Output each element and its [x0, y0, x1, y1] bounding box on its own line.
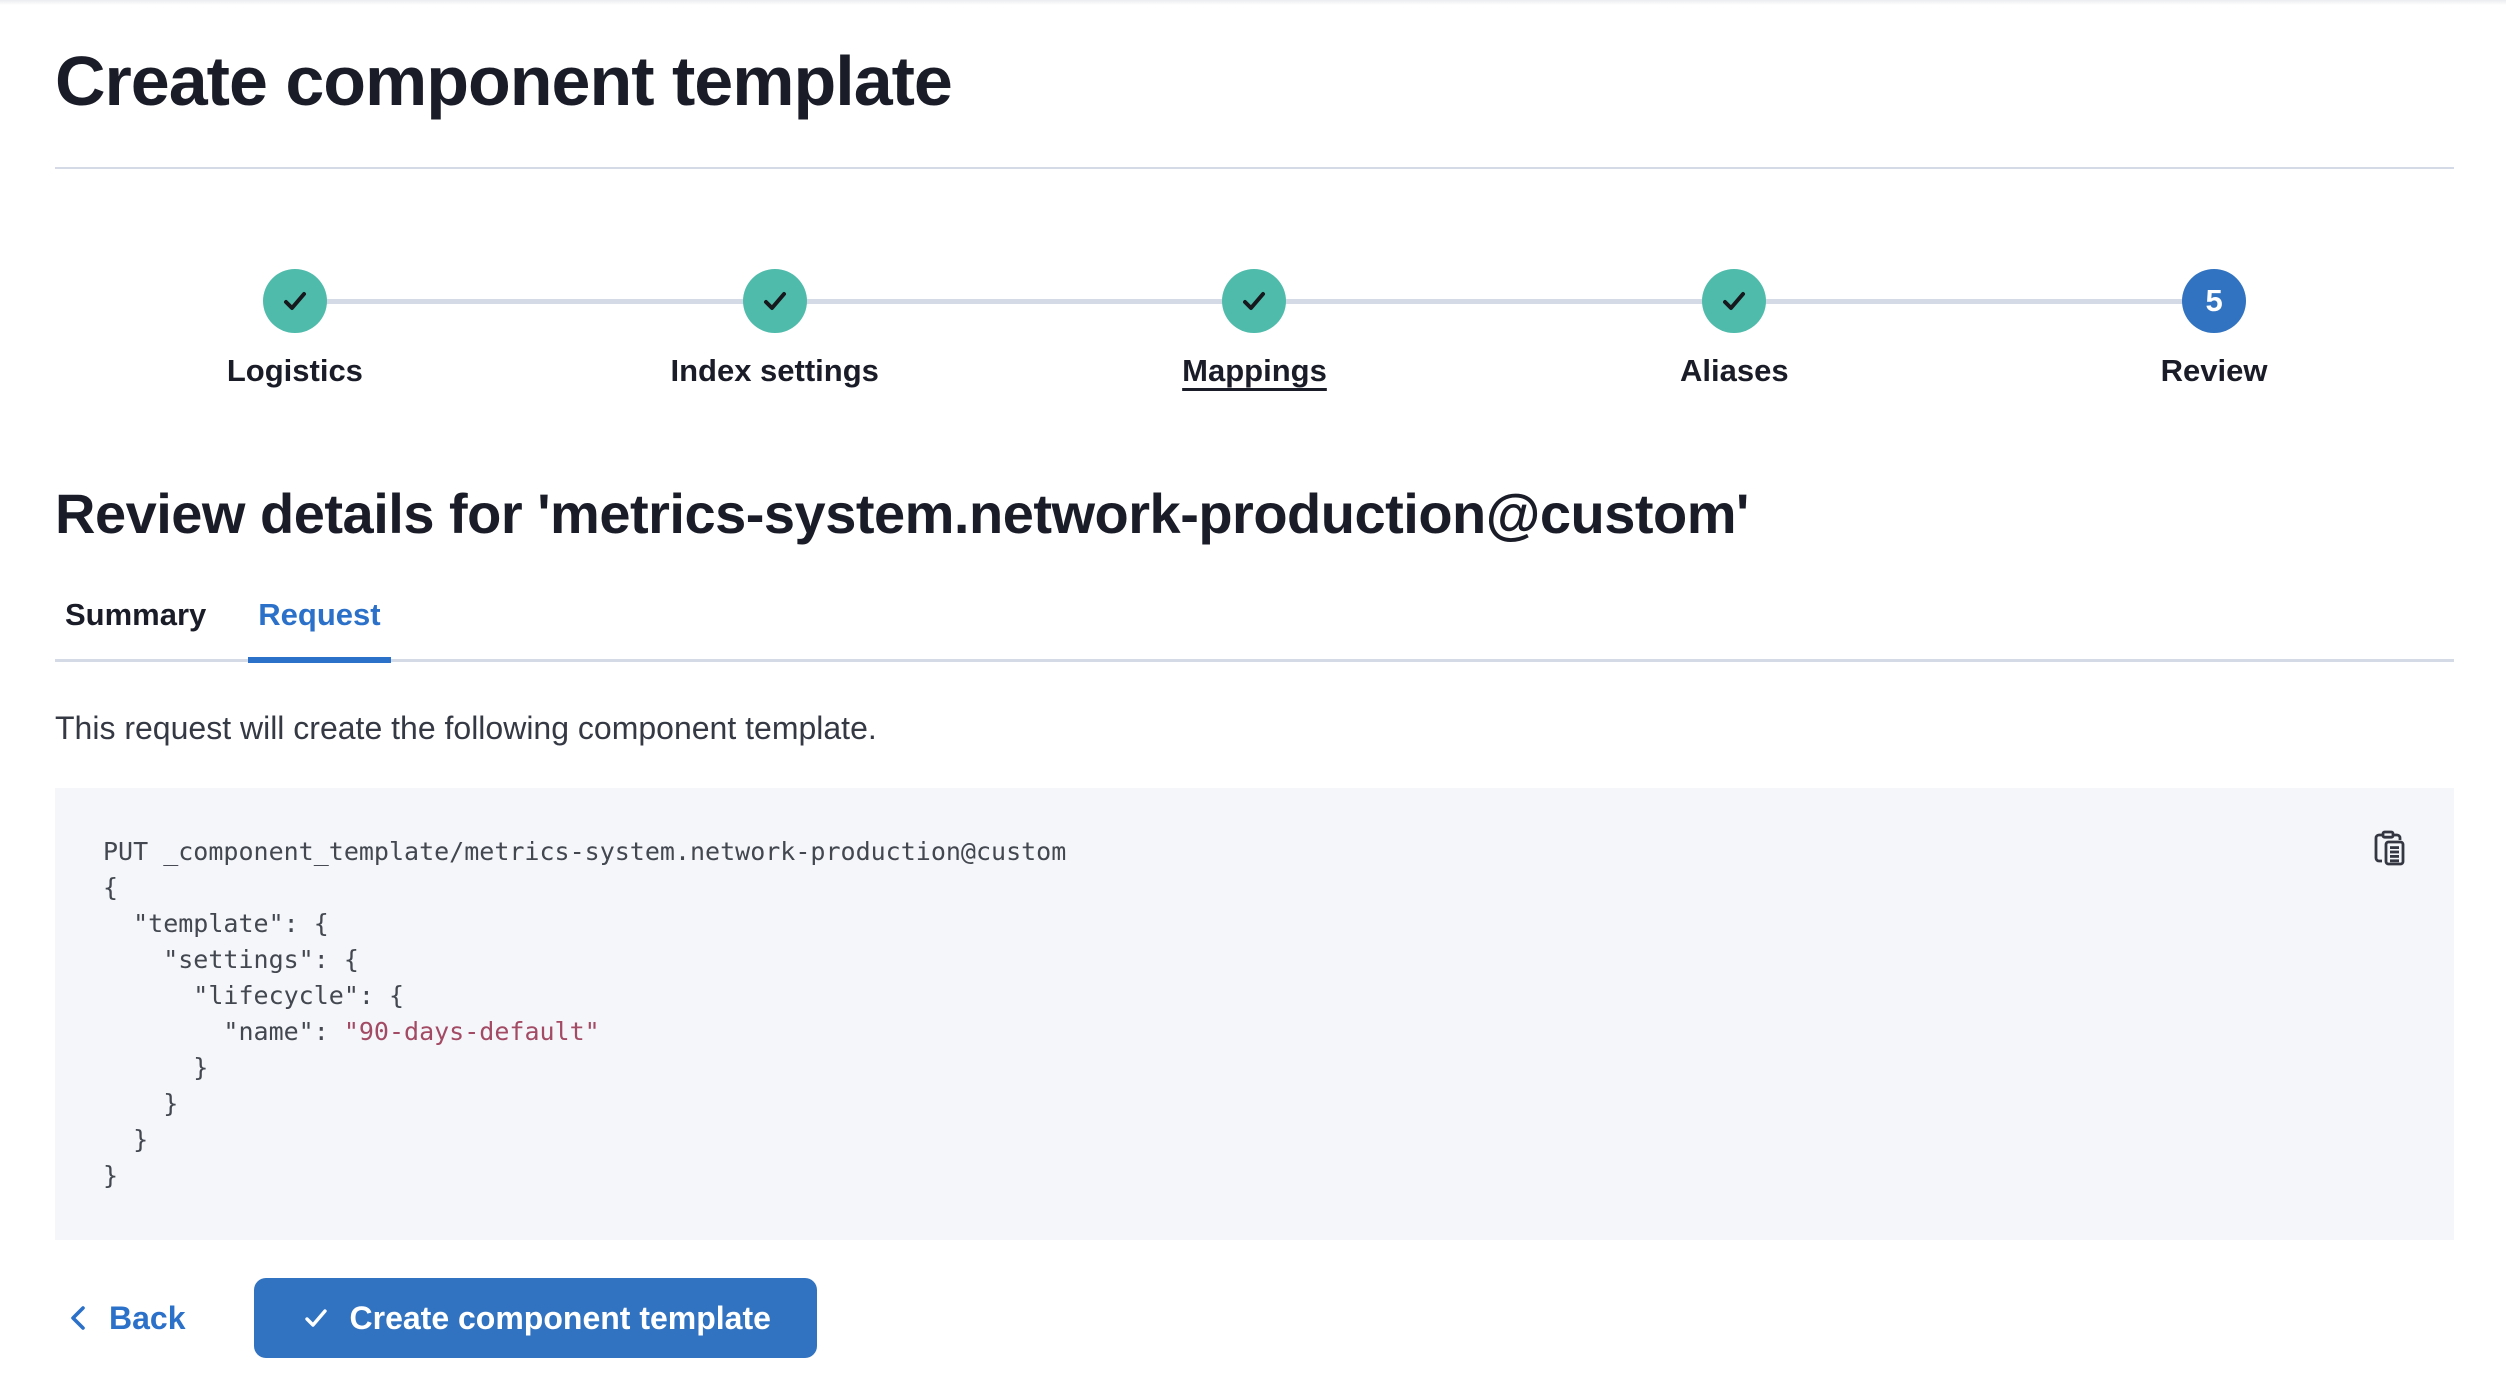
step-mappings[interactable]: Mappings: [1014, 269, 1495, 391]
check-icon: [1723, 292, 1746, 310]
copy-button[interactable]: [2368, 826, 2410, 872]
check-icon: [763, 292, 786, 310]
step-complete-circle: [262, 269, 327, 333]
step-current-circle: 5: [2182, 269, 2247, 333]
check-icon: [304, 1309, 327, 1327]
step-label: Index settings: [670, 353, 879, 388]
tab-summary[interactable]: Summary: [55, 597, 216, 659]
step-complete-circle: [1702, 269, 1767, 333]
step-label: Mappings: [1182, 353, 1327, 388]
window-top-edge: [0, 0, 2506, 5]
code-line: }: [103, 1161, 119, 1190]
request-code-block: PUT _component_template/metrics-system.n…: [55, 788, 2454, 1240]
back-button[interactable]: Back: [55, 1300, 196, 1337]
code-line: }: [103, 1125, 149, 1154]
step-complete-circle: [742, 269, 807, 333]
code-line: "lifecycle": {: [103, 981, 405, 1010]
step-connector: [324, 299, 535, 304]
code-line: {: [103, 873, 119, 902]
step-label: Review: [2160, 353, 2268, 388]
title-divider: [55, 167, 2454, 169]
footer-actions: Back Create component template: [55, 1278, 2454, 1358]
step-connector: [804, 299, 1015, 304]
step-index-settings[interactable]: Index settings: [534, 269, 1015, 391]
copy-clipboard-icon: [2374, 830, 2405, 866]
tab-request[interactable]: Request: [248, 597, 391, 663]
code-content: PUT _component_template/metrics-system.n…: [103, 834, 2406, 1194]
step-connector: [534, 299, 745, 304]
step-complete-circle: [1222, 269, 1287, 333]
step-connector: [1764, 299, 1975, 304]
request-description: This request will create the following c…: [55, 710, 877, 746]
step-logistics[interactable]: Logistics: [55, 269, 535, 391]
chevron-left-icon: [71, 1306, 85, 1330]
code-line: "name": "90-days-default": [103, 1017, 600, 1046]
code-line: }: [103, 1053, 209, 1082]
review-heading: Review details for 'metrics-system.netwo…: [55, 482, 1749, 545]
check-icon: [283, 292, 306, 310]
review-tabs: Summary Request: [55, 597, 2454, 663]
step-number: 5: [2205, 283, 2223, 318]
back-button-label: Back: [109, 1299, 186, 1336]
code-line: "settings": {: [103, 945, 359, 974]
create-button-label: Create component template: [349, 1299, 771, 1336]
step-aliases[interactable]: Aliases: [1494, 269, 1975, 391]
create-component-template-button[interactable]: Create component template: [253, 1278, 817, 1358]
code-line: "template": {: [103, 909, 329, 938]
page-title: Create component template: [55, 42, 953, 120]
step-connector: [1974, 299, 2185, 304]
step-label: Aliases: [1680, 353, 1789, 388]
code-line: }: [103, 1089, 179, 1118]
check-icon: [1243, 292, 1266, 310]
step-label: Logistics: [226, 353, 363, 388]
step-connector: [1284, 299, 1495, 304]
code-line: PUT _component_template/metrics-system.n…: [103, 837, 1067, 866]
step-connector: [1494, 299, 1705, 304]
create-component-template-page: Create component template Logistics Index…: [0, 41, 2506, 1388]
step-connector: [1014, 299, 1225, 304]
